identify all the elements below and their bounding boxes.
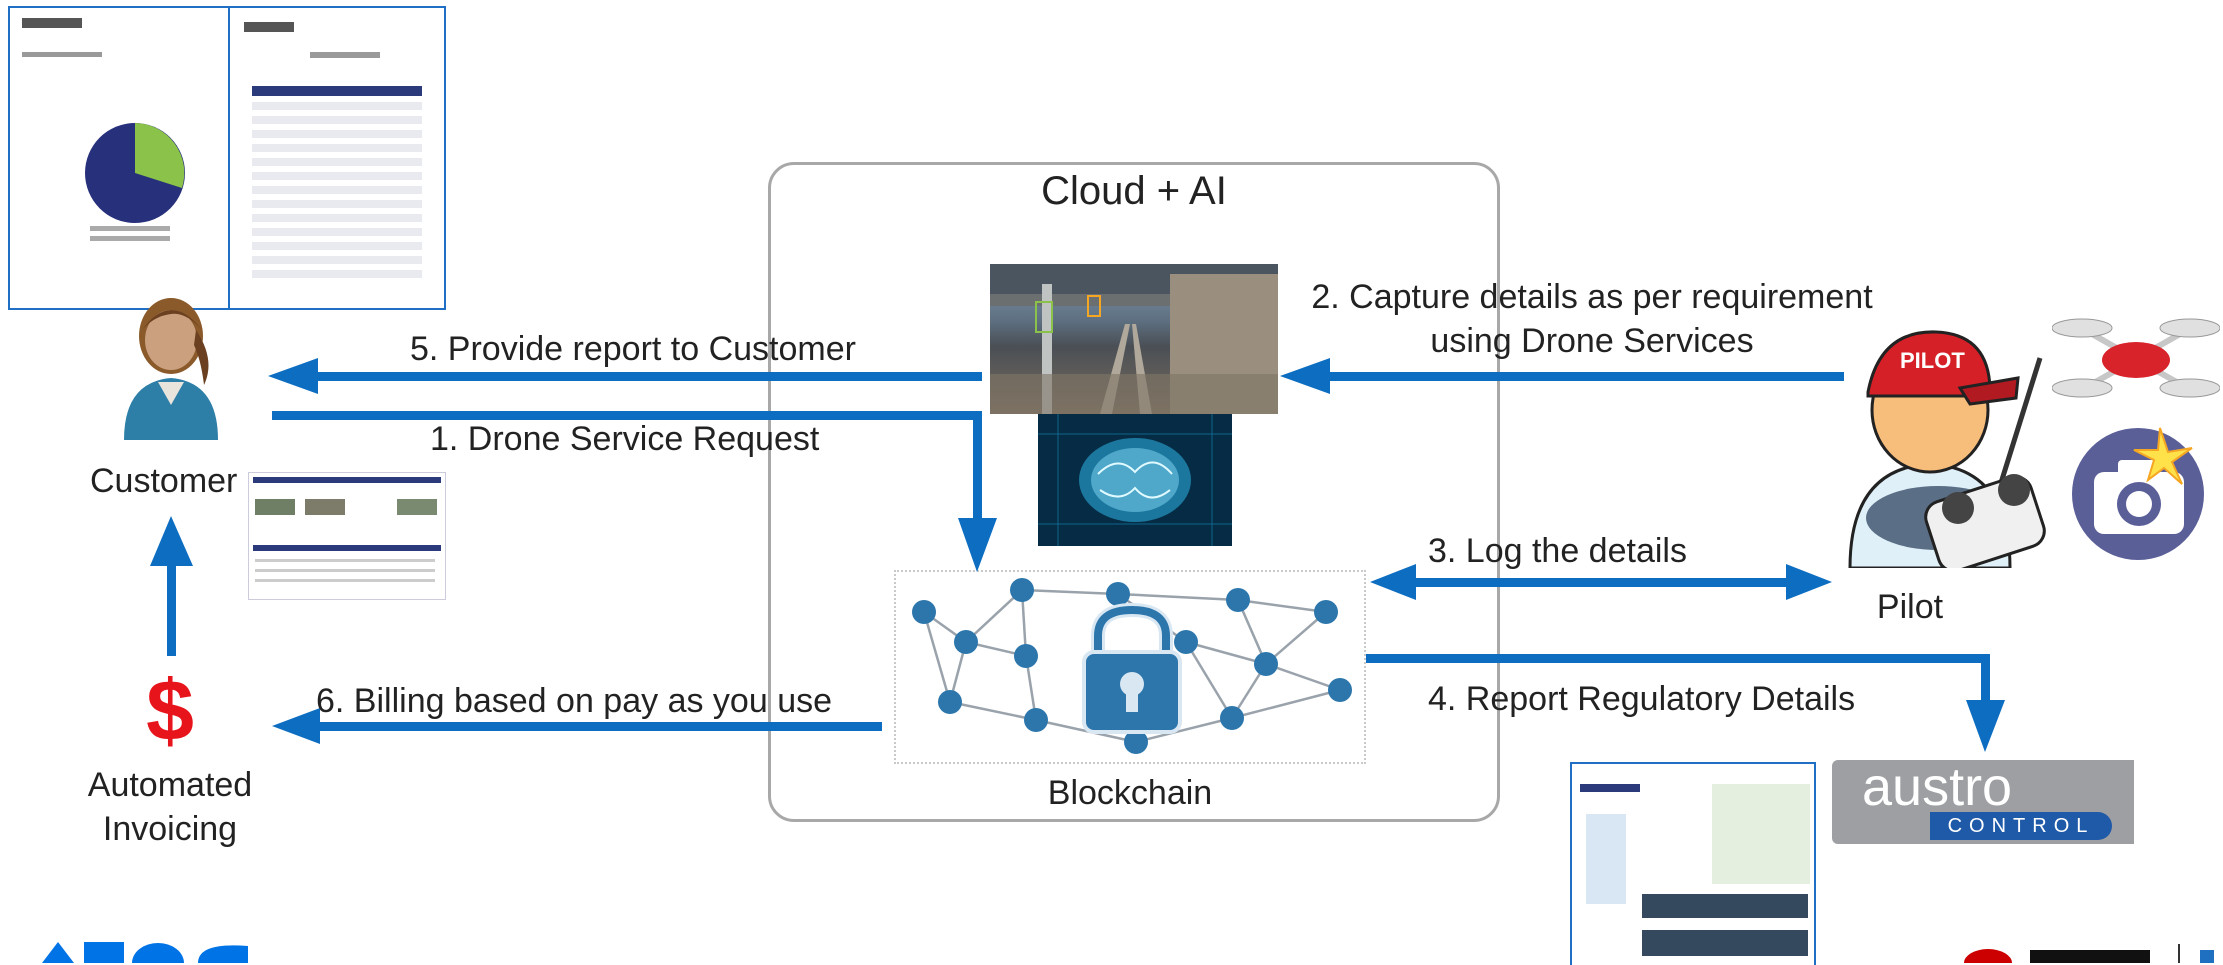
pie-chart-graphic (85, 123, 185, 223)
invoicing-label-line2: Invoicing (102, 810, 238, 848)
pilot-character-icon: PILOT (1848, 330, 2046, 568)
pilot-cap-text: PILOT (1900, 348, 1965, 373)
step3-label: 3. Log the details (1428, 532, 1687, 570)
invoicing-label-line1: Automated (87, 766, 253, 804)
cloud-ai-container (768, 162, 1500, 822)
blockchain-label: Blockchain (1047, 774, 1213, 812)
customer-label: Customer (90, 462, 238, 500)
customer-dashboard-thumbnail (248, 472, 446, 600)
camera-icon (2072, 427, 2204, 560)
redhat-ibm-logo-icon (1964, 944, 2214, 963)
dollar-icon: $ (146, 663, 194, 759)
pilot-label: Pilot (1876, 588, 1944, 626)
step4-label: 4. Report Regulatory Details (1428, 680, 1856, 718)
austro-control-logo: austro CONTROL (1832, 760, 2134, 844)
report-document-page2 (228, 6, 446, 310)
ai-brain-image (1038, 414, 1232, 546)
drone-icon (2052, 318, 2220, 398)
step6-label: 6. Billing based on pay as you use (316, 682, 833, 720)
cloud-ai-title: Cloud + AI (1041, 169, 1227, 213)
step2-label-line1: 2. Capture details as per requirement (1311, 278, 1873, 316)
report-document-page1 (8, 6, 232, 310)
austro-control-band: CONTROL (1930, 812, 2112, 840)
atos-logo-icon (42, 942, 248, 963)
railway-detection-photo (990, 264, 1278, 414)
regulatory-dashboard-thumbnail (1570, 762, 1816, 965)
lock-icon (1082, 602, 1182, 734)
step1-label: 1. Drone Service Request (430, 420, 820, 458)
step5-label: 5. Provide report to Customer (410, 330, 856, 368)
blockchain-network-box (894, 570, 1366, 764)
austro-logo-text: austro (1862, 757, 2013, 817)
step2-label-line2: using Drone Services (1430, 322, 1754, 360)
blockchain-network-graphic (912, 578, 1352, 754)
customer-avatar-icon (124, 298, 218, 440)
